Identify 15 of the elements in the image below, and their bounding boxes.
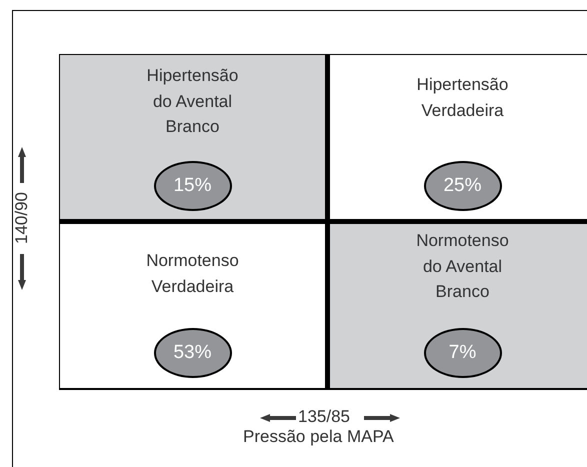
quadrant-cell <box>60 55 325 219</box>
quadrant-title: Hipertensão Verdadeira <box>416 74 510 122</box>
axis-label: 140/90 <box>12 192 32 244</box>
quadrant-cell <box>330 224 587 388</box>
axis-label: 135/85 <box>298 407 350 427</box>
quadrant-title: Normotenso Verdadeira <box>145 250 240 298</box>
percentage-ellipse: 15% <box>154 161 232 211</box>
quadrant-cell <box>330 55 587 219</box>
percentage-ellipse: 7% <box>424 328 502 378</box>
quadrant-title: Hipertensão do Avental Branco <box>146 65 240 138</box>
quadrant-title: Normotenso do Avental Branco <box>415 230 510 303</box>
axis-title: Pressão pela MAPA <box>243 427 394 447</box>
quadrant-cell <box>60 224 325 388</box>
percentage-ellipse: 53% <box>154 328 232 378</box>
percentage-ellipse: 25% <box>424 161 502 211</box>
